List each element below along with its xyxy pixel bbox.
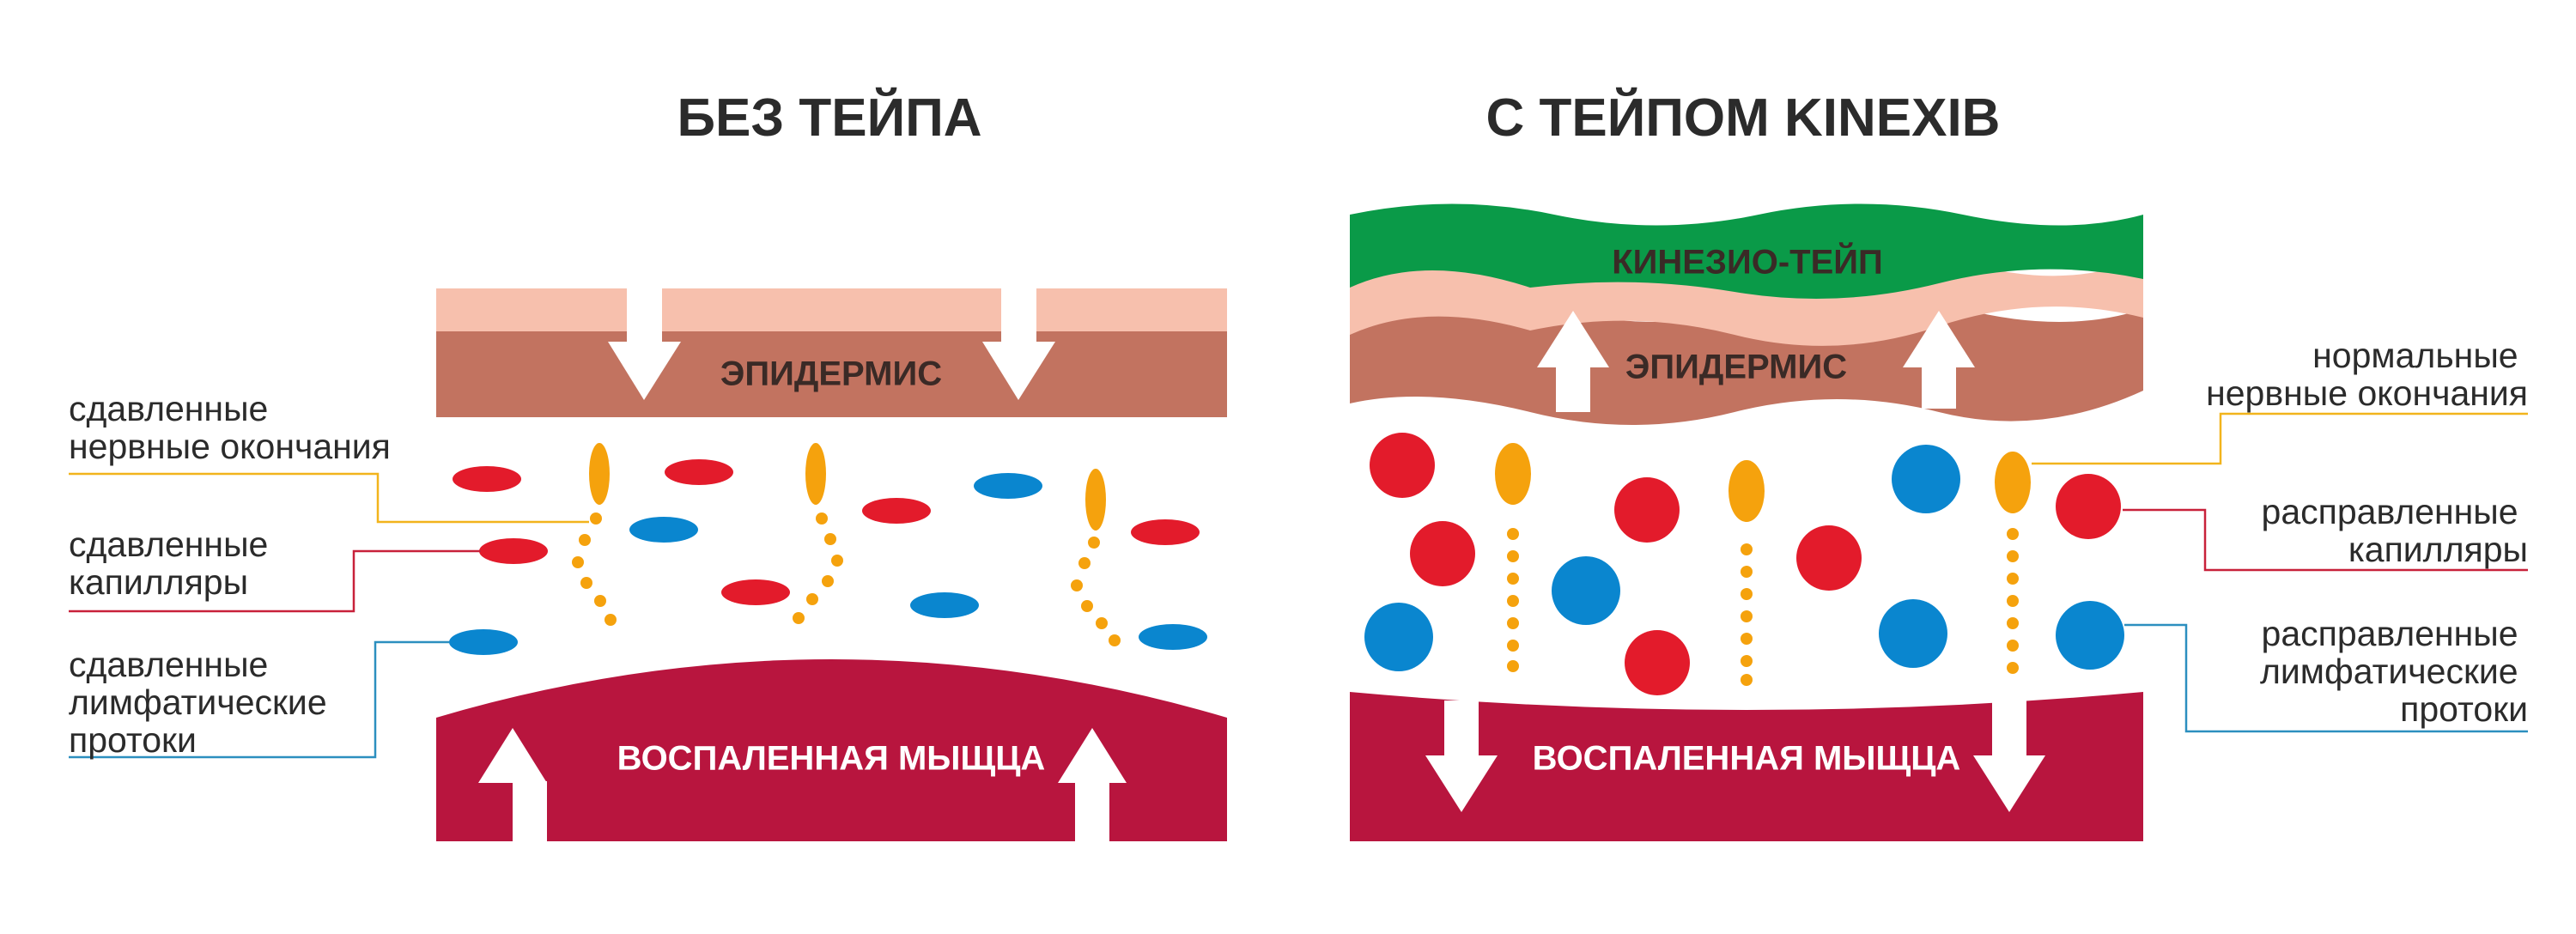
nerve-callout-line (69, 472, 589, 524)
left-nerve-callout: сдавленные нервные окончания (69, 389, 391, 466)
lymph-duct (974, 473, 1042, 499)
lymph-duct (1552, 556, 1620, 625)
capillary (1410, 521, 1475, 586)
muscle-layer (1350, 692, 2143, 841)
kinesio-tape-layer (1350, 203, 2143, 299)
lymph-duct (1364, 603, 1433, 671)
lymph-callout-line (2124, 623, 2528, 733)
lymph-duct (2056, 601, 2124, 670)
lymph-duct (1879, 599, 1947, 668)
compressed-lymph-ducts (449, 473, 1207, 655)
muscle-layer (436, 659, 1227, 841)
capillary-callout-line (2123, 508, 2528, 572)
left-panel-title: БЕЗ ТЕЙПА (677, 88, 981, 148)
capillary (665, 459, 733, 485)
capillary (1796, 525, 1862, 591)
compressed-capillaries (453, 459, 1200, 605)
capillary (721, 579, 790, 605)
right-capillary-callout: расправленные капилляры (2262, 492, 2528, 569)
capillary (862, 498, 931, 524)
pressure-arrow-down-icon (608, 288, 681, 400)
left-epidermis-label: ЭПИДЕРМИС (720, 355, 942, 393)
lift-arrow-up-icon (1903, 311, 1975, 409)
epidermis-layer (436, 331, 1227, 417)
normal-nerve-endings (1495, 443, 2031, 686)
right-muscle-label: ВОСПАЛЕННАЯ МЫЩЦА (1533, 740, 1961, 778)
tape-label: КИНЕЗИО-ТЕЙП (1612, 242, 1883, 282)
lymph-duct (1892, 445, 1960, 513)
capillary (1625, 630, 1690, 695)
capillary (1370, 433, 1435, 498)
panel-without-tape: БЕЗ ТЕЙПА ЭПИДЕРМИС ВОСПАЛЕННАЯ МЫЩЦА (69, 88, 1227, 841)
lymph-duct (910, 592, 979, 618)
left-capillary-callout: сдавленные капилляры (69, 525, 278, 602)
right-nerve-callout: нормальные нервные окончания (2206, 336, 2528, 413)
pressure-arrow-up-icon (478, 728, 547, 841)
left-lymph-callout: сдавленные лимфатические протоки (69, 645, 337, 760)
capillary-callout-line (69, 549, 481, 613)
capillary (479, 538, 548, 564)
expanded-capillaries (1370, 433, 2121, 695)
compressed-nerve-endings (572, 443, 1121, 646)
drainage-arrow-down-icon (1973, 697, 2045, 812)
left-muscle-label: ВОСПАЛЕННАЯ МЫЩЦА (617, 740, 1046, 778)
panel-with-tape: С ТЕЙПОМ KINEXIB КИНЕЗИО-ТЕЙП ЭПИДЕРМИС … (1350, 88, 2528, 841)
capillary (1131, 519, 1200, 545)
pressure-arrow-down-icon (982, 288, 1055, 400)
capillary (1614, 477, 1680, 543)
capillary (2056, 474, 2121, 539)
lymph-duct (1139, 624, 1207, 650)
lymph-duct (449, 629, 518, 655)
pressure-arrow-up-icon (1058, 728, 1127, 841)
skin-surface-layer (436, 288, 1227, 333)
lift-arrow-up-icon (1537, 311, 1609, 412)
right-panel-title: С ТЕЙПОМ KINEXIB (1486, 88, 2001, 148)
nerve-callout-line (2032, 412, 2528, 465)
lymph-callout-line (69, 640, 449, 759)
right-lymph-callout: расправленные лимфатические протоки (2260, 614, 2528, 729)
lymph-duct (629, 517, 698, 543)
expanded-lymph-ducts (1364, 445, 2124, 671)
capillary (453, 466, 521, 492)
drainage-arrow-down-icon (1425, 700, 1498, 812)
right-epidermis-label: ЭПИДЕРМИС (1625, 349, 1847, 386)
